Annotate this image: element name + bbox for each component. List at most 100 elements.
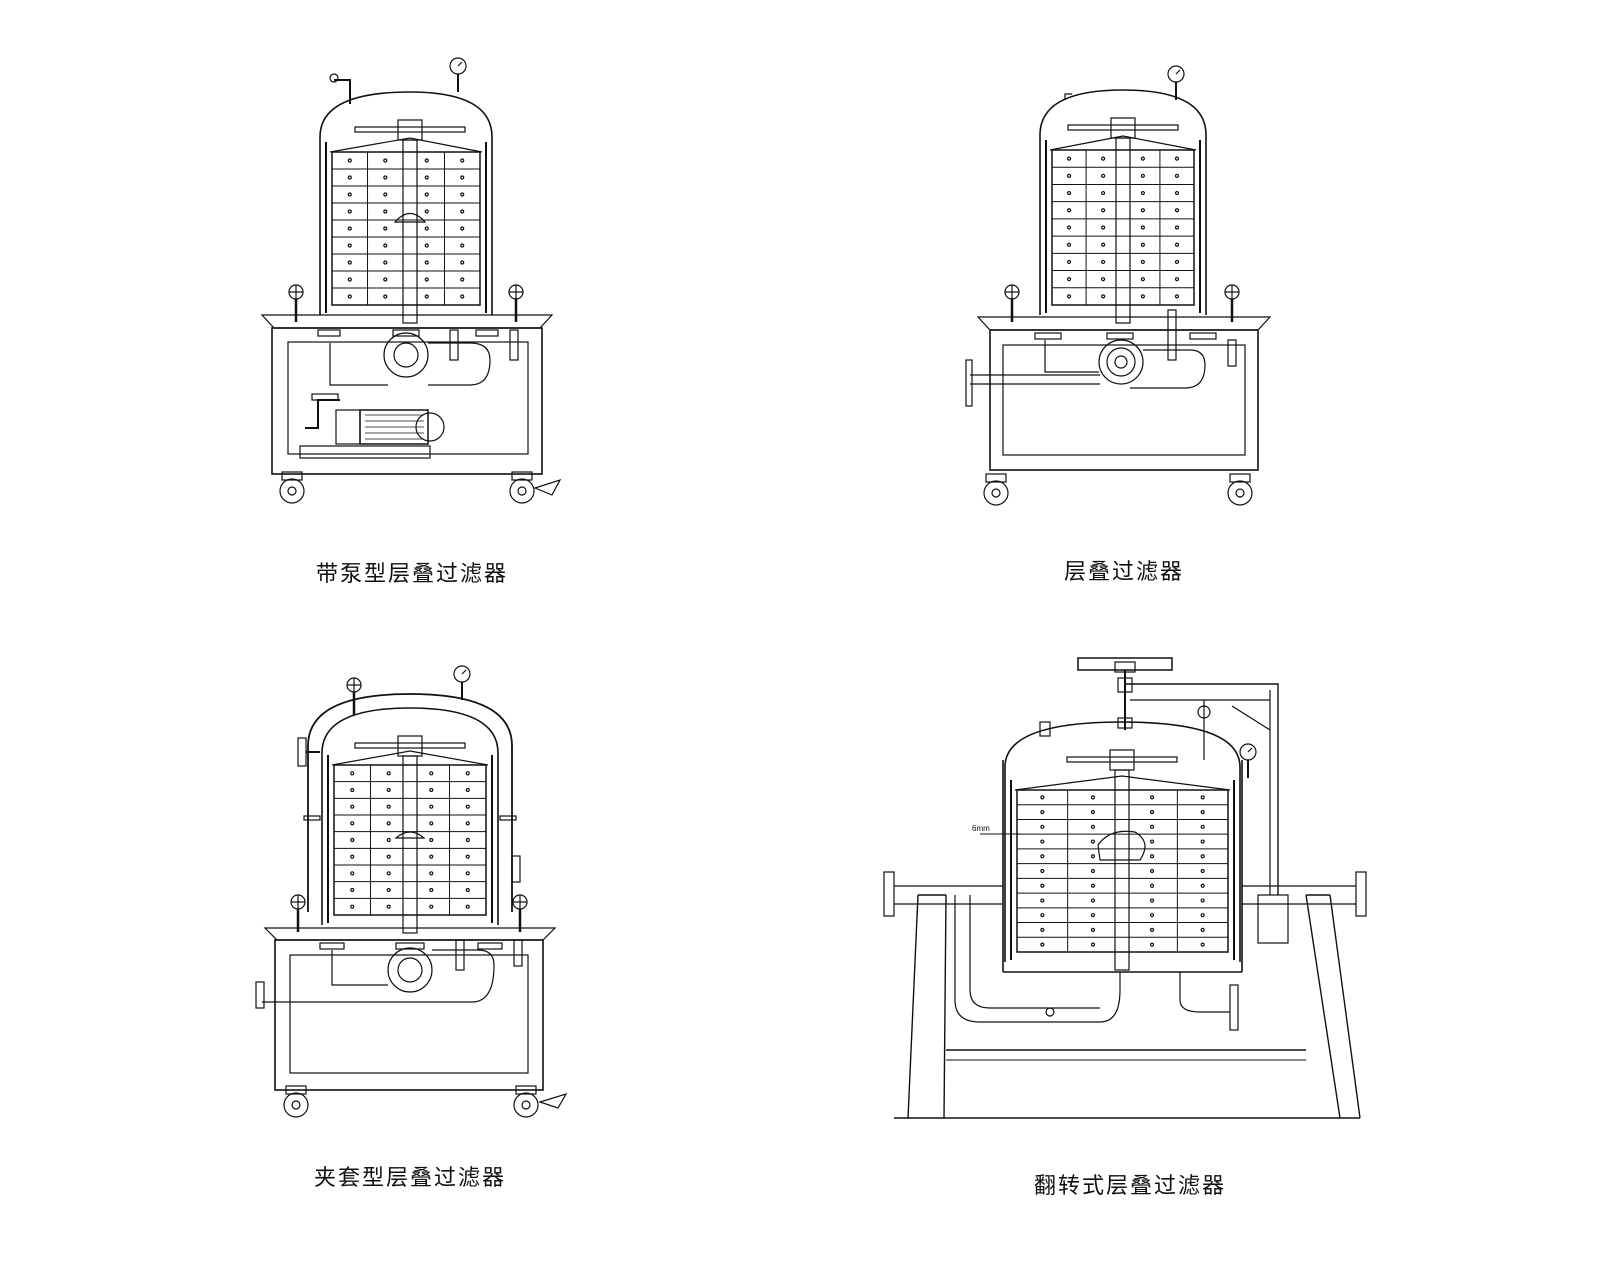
flange bbox=[477, 942, 503, 950]
plate-hole bbox=[383, 226, 388, 231]
plate-hole bbox=[1174, 156, 1180, 161]
plate-hole bbox=[1101, 225, 1106, 230]
pump-rotor bbox=[1106, 347, 1136, 377]
tank-dome bbox=[321, 707, 499, 925]
plate-hole bbox=[1090, 913, 1096, 918]
caption-jacketed-filter: 夹套型层叠过滤器 bbox=[313, 1166, 507, 1191]
tank-dome bbox=[319, 91, 493, 315]
center-nut bbox=[1110, 117, 1136, 139]
plate-hole bbox=[424, 294, 429, 299]
plate-hole bbox=[1090, 868, 1096, 874]
wheel-hub bbox=[517, 486, 527, 496]
plate-hole bbox=[383, 192, 388, 197]
plate-hole bbox=[386, 804, 391, 809]
left-stand bbox=[907, 894, 947, 1119]
plate-hole bbox=[1149, 795, 1155, 800]
plate-hole bbox=[1040, 883, 1045, 888]
drain-pipe bbox=[954, 895, 1121, 1023]
plate-hole bbox=[350, 787, 355, 793]
plate-hole bbox=[1149, 913, 1155, 918]
plate-hole bbox=[1066, 208, 1072, 213]
plate-hole bbox=[1200, 854, 1205, 859]
plate-hole bbox=[424, 175, 429, 180]
plate-hole bbox=[1149, 942, 1155, 947]
plate-hole bbox=[1066, 173, 1072, 178]
plate-hole bbox=[1066, 259, 1072, 265]
plate-hole bbox=[429, 787, 434, 793]
plate-hole bbox=[424, 158, 429, 163]
outlet-pipe bbox=[1179, 972, 1230, 1013]
plate-hole bbox=[424, 209, 429, 214]
base-inner-frame bbox=[1002, 344, 1246, 456]
plate-hole bbox=[1101, 208, 1106, 213]
plate-hole bbox=[383, 175, 388, 180]
plate-hole bbox=[1140, 277, 1145, 282]
flange bbox=[1189, 332, 1217, 340]
plate-hole bbox=[386, 821, 391, 826]
center-tube bbox=[1114, 769, 1130, 971]
table-top bbox=[260, 314, 554, 329]
jacket-outlet-flange bbox=[511, 855, 521, 883]
caption-pump-type-filter: 带泵型层叠过滤器 bbox=[315, 562, 509, 587]
filter-plate-stack bbox=[1051, 149, 1195, 306]
plate-hole bbox=[383, 294, 388, 299]
tank-dome bbox=[1039, 89, 1207, 315]
plate-hole bbox=[383, 209, 388, 214]
plate-hole bbox=[1174, 190, 1180, 196]
plate-hole bbox=[465, 871, 470, 876]
plate-hole bbox=[1140, 259, 1145, 265]
filter-drawing-pump-type bbox=[260, 57, 562, 504]
outlet-pipe bbox=[513, 939, 523, 967]
plate-hole bbox=[460, 175, 465, 180]
flange bbox=[395, 942, 425, 950]
plate-hole bbox=[383, 158, 388, 163]
stack-cover bbox=[331, 750, 489, 766]
plate-hole bbox=[1200, 795, 1205, 800]
plate-hole bbox=[1200, 927, 1205, 933]
plate-hole bbox=[1174, 277, 1180, 282]
chain-link bbox=[1197, 705, 1211, 719]
plate-hole bbox=[1066, 277, 1072, 282]
plate-hole bbox=[1040, 839, 1045, 844]
plate-hole bbox=[386, 887, 391, 893]
brace bbox=[1231, 705, 1271, 731]
plate-hole bbox=[347, 243, 352, 248]
plate-hole bbox=[424, 243, 429, 248]
return-pipe bbox=[428, 342, 491, 386]
plate-hole bbox=[1174, 225, 1180, 230]
plate-hole bbox=[347, 192, 352, 197]
pump-housing bbox=[1098, 339, 1144, 385]
coupling bbox=[335, 409, 361, 445]
plate-hole bbox=[347, 260, 352, 265]
vent-valve-icon bbox=[329, 73, 339, 83]
center-tube bbox=[402, 755, 418, 934]
jacket-handle bbox=[303, 815, 321, 821]
wheel-hub bbox=[1235, 488, 1245, 498]
plate-hole bbox=[386, 771, 391, 776]
plate-hole bbox=[460, 243, 465, 248]
center-tube bbox=[1115, 137, 1131, 324]
plate-hole bbox=[350, 904, 355, 909]
wheel-icon bbox=[283, 1092, 309, 1118]
plate-hole bbox=[1066, 225, 1072, 230]
wheel-hub bbox=[287, 486, 297, 496]
plate-hole bbox=[460, 294, 465, 299]
plate-hole bbox=[1200, 942, 1205, 947]
plate-hole bbox=[350, 771, 355, 776]
plate-hole bbox=[1149, 927, 1155, 933]
caster-mount bbox=[515, 1085, 537, 1095]
sight-glass bbox=[1167, 309, 1177, 361]
pump-impeller bbox=[393, 342, 419, 368]
plate-hole bbox=[460, 158, 465, 163]
plate-hole bbox=[465, 821, 470, 826]
plate-hole bbox=[1174, 208, 1180, 213]
compression-bar bbox=[354, 742, 466, 749]
plate-hole bbox=[1040, 809, 1045, 815]
outlet-pipe bbox=[509, 329, 519, 361]
brake-pedal bbox=[538, 1092, 568, 1109]
base-frame bbox=[271, 327, 543, 475]
plate-hole bbox=[383, 260, 388, 265]
wheel-icon bbox=[509, 478, 535, 504]
pipe bbox=[1044, 340, 1099, 373]
caster-mount bbox=[285, 1085, 307, 1095]
